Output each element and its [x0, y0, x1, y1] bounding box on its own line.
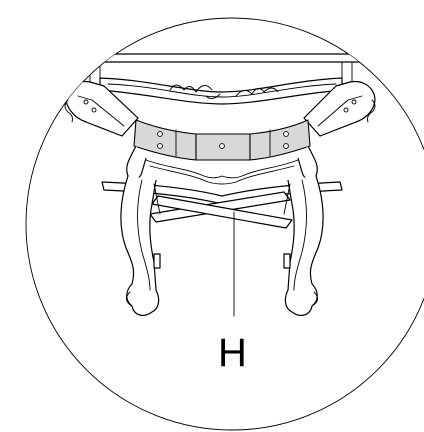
- chair-drawing: [39, 53, 421, 317]
- cross-stretchers: [149, 191, 293, 229]
- front-stretcher: [101, 181, 343, 205]
- back-legs: [153, 183, 291, 215]
- callout-label: H: [218, 331, 247, 375]
- upper-legs: [126, 145, 318, 185]
- right-leg: [283, 175, 324, 316]
- seat-rail: [99, 77, 343, 105]
- detail-circle: [25, 17, 424, 431]
- right-corner-block: [303, 80, 376, 137]
- left-leg: [120, 175, 161, 316]
- front-apron: [133, 119, 311, 161]
